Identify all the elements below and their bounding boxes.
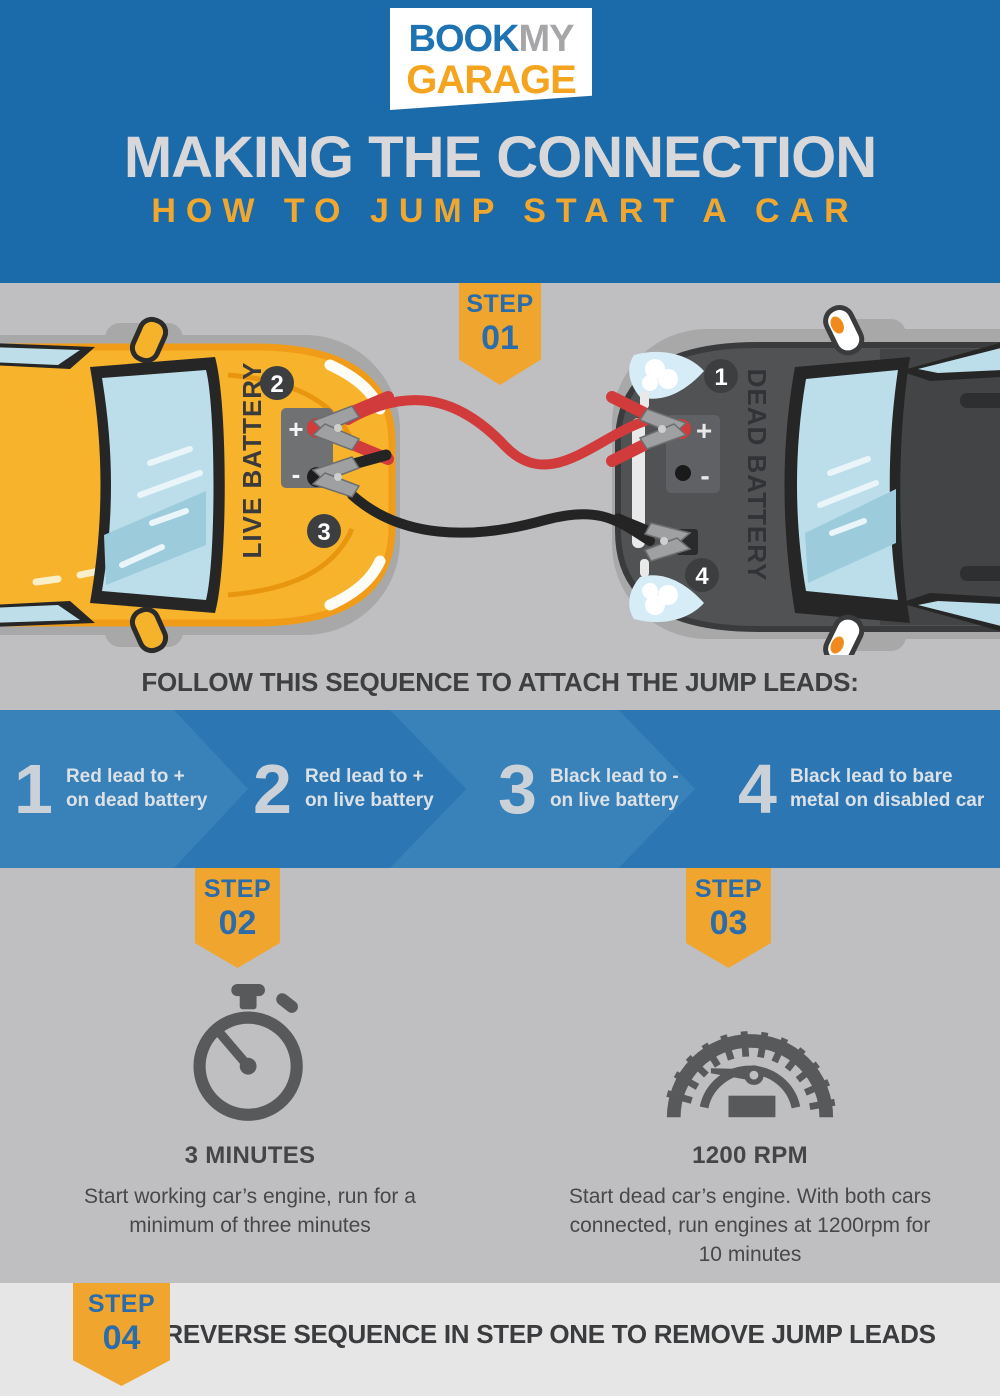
step-04-number: 04: [102, 1319, 141, 1357]
sequence-item-1-number: 1: [14, 750, 53, 828]
header: BOOKMY GARAGE MAKING THE CONNECTION HOW …: [0, 0, 1000, 283]
stopwatch-icon: [187, 984, 313, 1126]
dead-car-mirror: [823, 305, 865, 356]
sequence-item-2-number: 2: [253, 750, 292, 828]
page-title: MAKING THE CONNECTION: [123, 125, 877, 190]
step-04-heading: REVERSE SEQUENCE IN STEP ONE TO REMOVE J…: [164, 1319, 936, 1349]
live-car-mirror: [129, 316, 169, 364]
sequence-item-2-text: Red lead to + on live battery: [304, 766, 434, 811]
gauge-icon: [662, 984, 838, 1126]
sequence-item-1-text: Red lead to + on dead battery: [65, 766, 208, 811]
step-01-label: STEP: [466, 290, 534, 318]
logo-my: MY: [518, 18, 575, 60]
svg-text:3: 3: [317, 519, 330, 546]
dead-car-headlight: [629, 351, 704, 399]
logo-book: BOOK: [408, 18, 520, 60]
marker-4: 4: [685, 558, 719, 592]
battery-minus-symbol: -: [700, 460, 709, 491]
svg-text:4: 4: [695, 563, 709, 590]
sequence-item-4-text: Black lead to bare metal on disabled car: [789, 766, 985, 811]
step-02-badge: STEP 02: [195, 868, 280, 968]
battery-plus-symbol: +: [696, 415, 712, 446]
svg-text:2: 2: [270, 371, 283, 398]
live-car-mirror: [129, 606, 169, 654]
step-04-footer: STEP 04 REVERSE SEQUENCE IN STEP ONE TO …: [0, 1283, 1000, 1396]
step-04-label: STEP: [87, 1290, 156, 1318]
step-01-badge: STEP 01: [459, 283, 541, 385]
step-03-label: STEP: [694, 875, 763, 903]
bookmygarage-logo: BOOKMY GARAGE: [390, 8, 592, 110]
cars-illustration: LIVE BATTERY + -: [0, 305, 1000, 655]
sequence-item-4: 4 Black lead to bare metal on disabled c…: [738, 710, 984, 868]
step-01-number: 01: [481, 319, 519, 357]
sequence-item-3: 3 Black lead to - on live battery: [498, 710, 679, 868]
battery-plus-symbol: +: [288, 414, 303, 444]
sequence-item-3-number: 3: [498, 750, 537, 828]
marker-1: 1: [704, 359, 738, 393]
dead-car: DEAD BATTERY + -: [612, 305, 1000, 655]
steps-2-3-section: STEP 02 STEP 03 3 MINUTES Start working …: [0, 868, 1000, 1283]
step-04-badge: STEP 04: [73, 1283, 170, 1386]
step-02-heading: 3 MINUTES: [184, 1142, 316, 1169]
svg-text:1: 1: [714, 364, 727, 391]
step-03-number: 03: [709, 904, 748, 942]
step-03-body: Start dead car’s engine. With both cars …: [568, 1185, 932, 1266]
step-02-body: Start working car’s engine, run for a mi…: [84, 1185, 416, 1237]
dead-battery-label: DEAD BATTERY: [742, 369, 772, 582]
live-battery-label: LIVE BATTERY: [237, 362, 267, 559]
jump-lead-scene: LIVE BATTERY + -: [0, 283, 1000, 710]
step-03-heading: 1200 RPM: [692, 1142, 808, 1169]
sequence-bar: 1 Red lead to + on dead battery 2 Red le…: [0, 710, 1000, 868]
sequence-item-1: 1 Red lead to + on dead battery: [14, 710, 207, 868]
sequence-heading: FOLLOW THIS SEQUENCE TO ATTACH THE JUMP …: [141, 667, 859, 697]
step-03-panel: 1200 RPM Start dead car’s engine. With b…: [500, 868, 1000, 1283]
logo-line-1: BOOKMY: [408, 18, 575, 60]
sequence-item-2: 2 Red lead to + on live battery: [253, 710, 434, 868]
dead-car-headlight: [629, 575, 704, 623]
page-subtitle: HOW TO JUMP START A CAR: [151, 192, 859, 230]
black-clamp-dead: [612, 513, 698, 562]
live-car: LIVE BATTERY + -: [0, 316, 400, 654]
battery-minus-symbol: -: [292, 459, 301, 489]
sequence-item-4-number: 4: [738, 750, 777, 828]
marker-2: 2: [260, 366, 294, 400]
logo-garage: GARAGE: [406, 58, 577, 102]
step-03-badge: STEP 03: [686, 868, 771, 968]
red-clamp-dead: [606, 391, 688, 467]
dead-car-mirror: [823, 614, 865, 655]
live-car-headlight: [324, 555, 386, 611]
step-02-label: STEP: [203, 875, 272, 903]
marker-3: 3: [307, 514, 341, 548]
black-clamp-live: [311, 449, 392, 498]
red-jump-lead: [343, 395, 650, 470]
step-02-number: 02: [218, 904, 257, 942]
step-02-panel: 3 MINUTES Start working car’s engine, ru…: [0, 868, 500, 1283]
sequence-item-3-text: Black lead to - on live battery: [549, 766, 679, 811]
